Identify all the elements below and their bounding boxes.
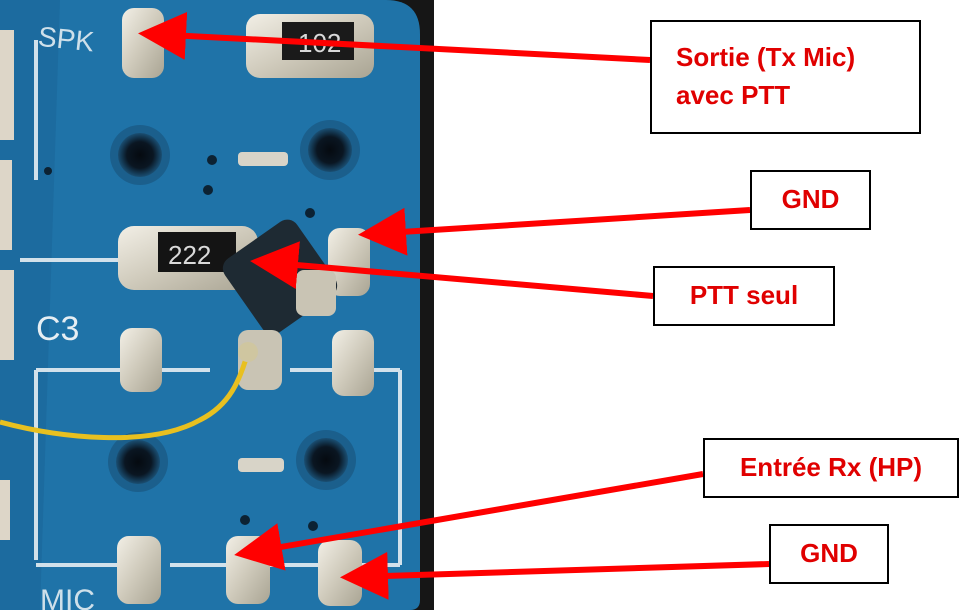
arrow-rx	[234, 471, 704, 571]
resistor-222-label: 222	[168, 240, 211, 270]
yellow-wire	[0, 351, 251, 441]
callout-sortie: Sortie (Tx Mic) avec PTT	[650, 20, 921, 134]
resistor-222-top	[158, 232, 236, 272]
pcb-shade	[0, 0, 60, 610]
edge-component	[0, 480, 10, 540]
callout-gnd-bottom: GND	[769, 524, 889, 584]
silkscreen-spk: SPK	[37, 21, 96, 58]
smd-pad	[238, 458, 284, 472]
pad-right-mid	[332, 330, 374, 396]
smd-pad	[238, 152, 288, 166]
arrows	[138, 11, 770, 600]
edge-component	[0, 30, 14, 140]
callout-gnd-top: GND	[750, 170, 871, 230]
silkscreen-mic: MIC	[40, 584, 95, 610]
callout-rx: Entrée Rx (HP)	[703, 438, 959, 498]
pad-mic-left	[117, 536, 161, 604]
pad-spk	[122, 8, 164, 78]
silkscreen-c3: C3	[36, 310, 79, 348]
pcb-board	[0, 0, 420, 610]
arrow-gnd-bottom	[340, 551, 770, 600]
edge-component	[0, 270, 14, 360]
vias	[44, 155, 318, 531]
through-holes	[108, 120, 360, 492]
arrow-ptt	[250, 241, 654, 299]
wire-solder	[238, 342, 258, 362]
pad-rx	[226, 536, 270, 604]
arrow-gnd-top	[358, 207, 751, 256]
arrow-sortie	[138, 11, 651, 63]
pad-gnd-bottom	[318, 540, 362, 606]
callout-ptt: PTT seul	[653, 266, 835, 326]
edge-component	[0, 160, 12, 250]
pad-left-mid	[120, 328, 162, 392]
